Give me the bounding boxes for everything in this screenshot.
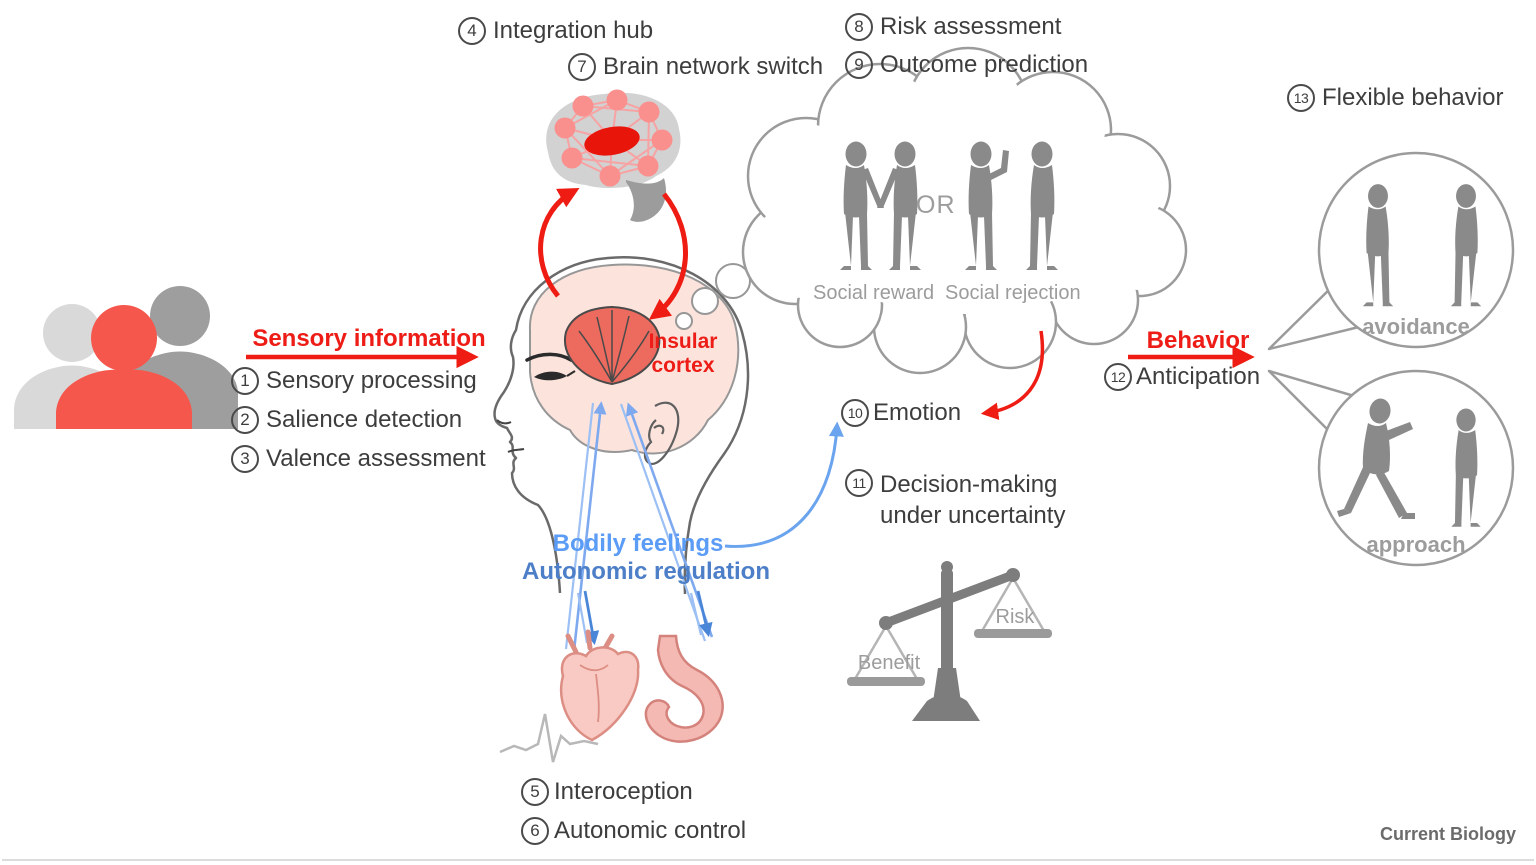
step-number-badge: 8 xyxy=(845,13,873,41)
nostril-mouth-lines xyxy=(496,419,525,453)
autonomic-regulation-arrows xyxy=(576,590,713,646)
stomach-icon xyxy=(644,634,724,743)
step-number-badge: 3 xyxy=(231,445,259,473)
step-label: Autonomic control xyxy=(554,817,747,844)
step-valence-assessment: 3 Valence assessment xyxy=(231,445,486,473)
step-label-line1: Decision-making xyxy=(880,471,1058,498)
social-rejection-figures xyxy=(965,141,1058,270)
step-autonomic-control: 6 Autonomic control xyxy=(521,817,746,845)
insular-cortex-shape xyxy=(563,305,661,386)
heart-icon xyxy=(499,629,640,763)
feelings-to-emotion-arrow xyxy=(724,421,844,548)
step-number-badge: 13 xyxy=(1287,84,1315,112)
step-outcome-prediction: 9 Outcome prediction xyxy=(845,51,1088,79)
bodily-feelings-label: Bodily feelings xyxy=(552,530,724,557)
step-number-badge: 10 xyxy=(841,399,869,427)
insula-brain-loop-arrows xyxy=(538,187,688,320)
ecg-trace xyxy=(499,713,599,763)
step-number-badge: 7 xyxy=(568,53,596,81)
avoidance-bubble xyxy=(1267,151,1515,351)
step-decision-making: 11 Decision-making under uncertainty xyxy=(845,469,1065,531)
approach-bubble xyxy=(1267,369,1515,567)
step-label: Salience detection xyxy=(266,406,463,433)
thought-cloud xyxy=(741,46,1188,375)
social-rejection-label: Social rejection xyxy=(945,282,1081,304)
step-number-badge: 1 xyxy=(231,367,259,395)
step-label: Integration hub xyxy=(493,17,654,44)
step-brain-network-switch: 7 Brain network switch xyxy=(568,53,823,81)
cloud-to-emotion-arrow xyxy=(980,330,1045,420)
step-integration-hub: 4 Integration hub xyxy=(458,17,653,45)
walking-figure xyxy=(1337,398,1481,527)
step-sensory-processing: 1 Sensory processing xyxy=(231,367,477,395)
sensory-information-label: Sensory information xyxy=(252,325,486,352)
social-reward-label: Social reward xyxy=(813,282,935,304)
step-label: Interoception xyxy=(554,778,693,805)
step-number-badge: 5 xyxy=(521,778,549,806)
step-label: Brain network switch xyxy=(603,53,824,80)
step-flexible-behavior: 13 Flexible behavior xyxy=(1287,84,1503,112)
step-label: Flexible behavior xyxy=(1322,84,1504,111)
journal-credit: Current Biology xyxy=(1379,824,1516,844)
step-number-badge: 2 xyxy=(231,406,259,434)
step-risk-assessment: 8 Risk assessment xyxy=(845,13,1061,41)
approach-label: approach xyxy=(1366,532,1466,557)
step-number-badge: 4 xyxy=(458,17,486,45)
brain-network-icon xyxy=(546,89,681,222)
step-number-badge: 9 xyxy=(845,51,873,79)
step-label: Valence assessment xyxy=(266,445,486,472)
social-reward-figures xyxy=(840,141,921,270)
step-label: Emotion xyxy=(873,399,962,426)
risk-pan-label: Risk xyxy=(995,606,1035,628)
benefit-pan-label: Benefit xyxy=(857,652,921,674)
avoidance-label: avoidance xyxy=(1362,314,1470,339)
eye xyxy=(534,371,567,381)
step-number-badge: 6 xyxy=(521,817,549,845)
step-interoception: 5 Interoception xyxy=(521,778,693,806)
step-label-line2: under uncertainty xyxy=(880,502,1066,529)
step-number-badge: 11 xyxy=(845,469,873,497)
benefit-risk-scale xyxy=(847,561,1052,721)
step-label: Sensory processing xyxy=(266,367,477,394)
step-number-badge: 12 xyxy=(1104,363,1132,391)
step-label: Risk assessment xyxy=(880,13,1062,40)
step-emotion: 10 Emotion xyxy=(841,399,961,427)
bodily-feelings-arrows xyxy=(564,401,714,652)
step-label: Outcome prediction xyxy=(880,51,1089,78)
step-label: Anticipation xyxy=(1136,363,1261,390)
thought-bubbles xyxy=(675,263,751,330)
autonomic-regulation-label: Autonomic regulation xyxy=(522,558,770,585)
audience-silhouettes xyxy=(14,286,238,429)
insular-cortex-label: Insular cortex xyxy=(648,330,718,377)
step-salience-detection: 2 Salience detection xyxy=(231,406,462,434)
eyebrow xyxy=(525,352,573,362)
step-anticipation: 12 Anticipation xyxy=(1104,363,1260,391)
behavior-label: Behavior xyxy=(1146,327,1250,354)
or-label: OR xyxy=(916,191,956,219)
